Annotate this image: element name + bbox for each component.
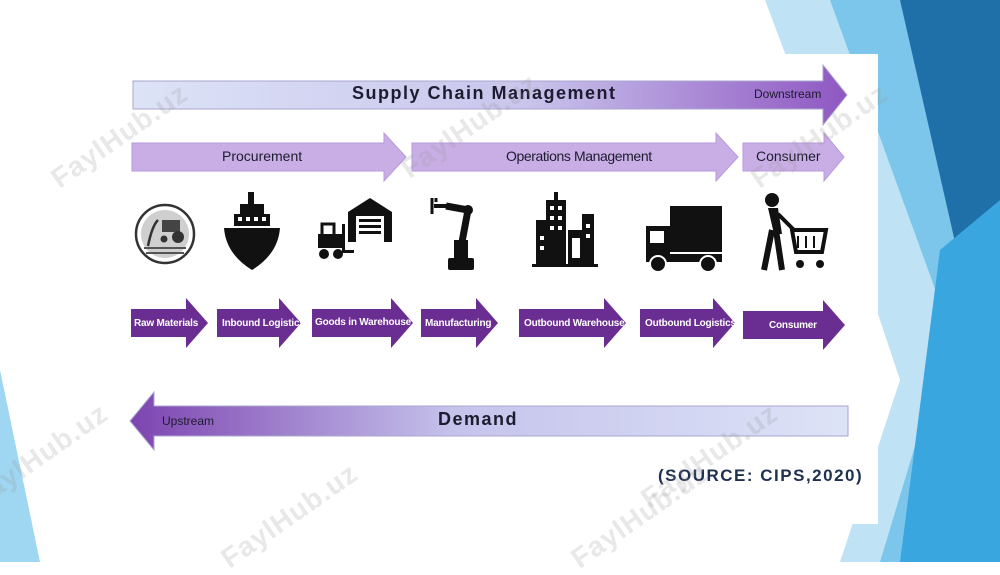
source-citation: (SOURCE: CIPS,2020) bbox=[658, 466, 864, 485]
stage-arrow-goods-in-warehouse bbox=[312, 298, 413, 348]
cargo-ship-icon bbox=[224, 192, 280, 270]
phase-label-consumer: Consumer bbox=[756, 148, 821, 164]
stage-arrow-manufacturing bbox=[421, 298, 498, 348]
arrow-layer bbox=[129, 63, 849, 452]
stage-label-outbound-logistics: Outbound Logistics bbox=[645, 318, 736, 329]
stage-arrow-inbound-logistics bbox=[217, 298, 301, 348]
demand-title: Demand bbox=[438, 409, 519, 429]
phase-label-procurement: Procurement bbox=[222, 148, 303, 164]
delivery-truck-icon bbox=[646, 206, 722, 273]
stage-label-consumer: Consumer bbox=[769, 320, 817, 331]
upstream-arrow bbox=[129, 390, 849, 452]
supply-chain-title: Supply Chain Management bbox=[352, 83, 617, 103]
stage-arrow-outbound-warehouse bbox=[519, 298, 626, 348]
phase-label-operations: Operations Management bbox=[506, 148, 652, 164]
city-buildings-icon bbox=[532, 192, 598, 267]
stage-label-outbound-warehouse: Outbound Warehouse bbox=[524, 318, 625, 329]
stage-label-manufacturing: Manufacturing bbox=[425, 318, 492, 329]
downstream-arrow bbox=[132, 63, 848, 127]
shopper-cart-icon bbox=[761, 193, 829, 271]
downstream-label: Downstream bbox=[754, 87, 822, 101]
diagram-card: Supply Chain Management Downstream Procu… bbox=[126, 54, 878, 524]
stage-arrow-raw-materials bbox=[131, 298, 208, 348]
stage-label-raw-materials: Raw Materials bbox=[134, 318, 199, 329]
upstream-label: Upstream bbox=[162, 414, 215, 428]
robot-arm-icon bbox=[430, 198, 474, 270]
phase-arrow-operations bbox=[411, 131, 739, 183]
stage-arrow-consumer bbox=[743, 300, 845, 350]
phase-arrow-consumer bbox=[742, 131, 845, 183]
stage-arrow-outbound-logistics bbox=[640, 298, 735, 348]
stage-label-goods-in-warehouse: Goods in Warehouse bbox=[315, 317, 412, 328]
farm-icon bbox=[134, 203, 196, 265]
stage-label-inbound-logistics: Inbound Logistics bbox=[222, 318, 305, 329]
phase-arrow-procurement bbox=[131, 131, 407, 183]
warehouse-forklift-icon bbox=[318, 198, 392, 259]
